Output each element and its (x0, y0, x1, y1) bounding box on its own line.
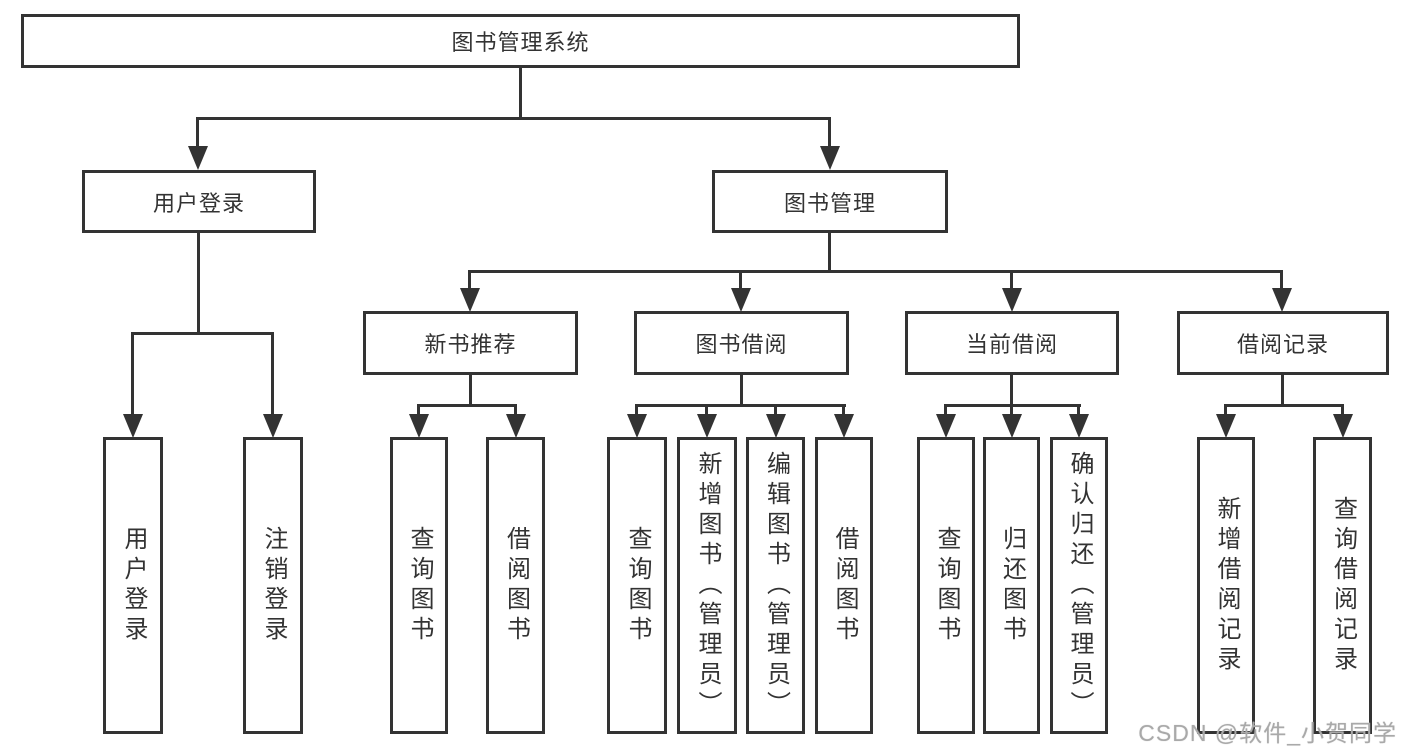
leaf-cb-return-books: 归还图书 (983, 437, 1040, 734)
leaf-nbr-query-books-label: 查询图书 (406, 525, 433, 646)
arrowhead-down-icon (123, 414, 143, 438)
arrowhead-down-icon (731, 288, 751, 312)
arrowhead-down-icon (1002, 414, 1022, 438)
node-book-management-label: 图书管理 (783, 190, 876, 216)
leaf-nbr-query-books: 查询图书 (390, 437, 448, 734)
arrowhead-down-icon (936, 414, 956, 438)
node-current-borrowing-label: 当前借阅 (965, 332, 1058, 357)
arrowhead-down-icon (1002, 288, 1022, 312)
arrowhead-down-icon (1216, 414, 1236, 438)
leaf-bb-add-books-admin: 新增图书（管理员） (677, 437, 737, 734)
connector-stem (1341, 404, 1344, 416)
connector-stem (1280, 270, 1283, 290)
connector-bb-stub (740, 375, 743, 407)
node-user-login: 用户登录 (82, 170, 316, 233)
leaf-user-login-label: 用户登录 (120, 525, 147, 646)
connector-stem (1077, 404, 1080, 416)
connector-br-stub (1281, 375, 1284, 407)
leaf-cb-query-books: 查询图书 (917, 437, 975, 734)
arrowhead-down-icon (766, 414, 786, 438)
leaf-br-add-record-label: 新增借阅记录 (1213, 495, 1240, 676)
connector-stem (196, 117, 199, 149)
connector-bb-hline (637, 404, 846, 407)
leaf-bb-query-books-label: 查询图书 (624, 525, 651, 646)
connector-stem (131, 332, 134, 416)
arrowhead-down-icon (697, 414, 717, 438)
arrowhead-down-icon (263, 414, 283, 438)
node-new-book-recommend: 新书推荐 (363, 311, 578, 375)
leaf-bb-borrow-books-label: 借阅图书 (831, 525, 858, 646)
arrowhead-down-icon (834, 414, 854, 438)
connector-user-login-hline (133, 332, 274, 335)
arrowhead-down-icon (188, 146, 208, 170)
connector-stem (1010, 404, 1013, 416)
node-borrowing-records-label: 借阅记录 (1236, 332, 1329, 357)
leaf-br-add-record: 新增借阅记录 (1197, 437, 1255, 734)
node-root: 图书管理系统 (21, 14, 1020, 68)
connector-book-mgmt-hline (470, 270, 1282, 273)
node-root-label: 图书管理系统 (451, 30, 590, 55)
leaf-logout: 注销登录 (243, 437, 303, 734)
connector-br-hline (1226, 404, 1344, 407)
connector-stem (514, 404, 517, 416)
arrowhead-down-icon (1272, 288, 1292, 312)
leaf-bb-query-books: 查询图书 (607, 437, 667, 734)
connector-cb-stub (1010, 375, 1013, 407)
leaf-cb-confirm-return-admin: 确认归还（管理员） (1050, 437, 1108, 734)
leaf-bb-add-books-admin-label: 新增图书（管理员） (694, 450, 721, 721)
connector-stem (417, 404, 420, 416)
leaf-logout-label: 注销登录 (260, 525, 287, 646)
node-book-borrowing-label: 图书借阅 (695, 332, 788, 357)
leaf-cb-return-books-label: 归还图书 (998, 525, 1026, 646)
connector-user-login-stub (197, 233, 200, 335)
leaf-bb-edit-books-admin: 编辑图书（管理员） (746, 437, 805, 734)
connector-nbr-stub (469, 375, 472, 407)
arrowhead-down-icon (409, 414, 429, 438)
connector-stem (1224, 404, 1227, 416)
connector-cb-hline (946, 404, 1081, 407)
connector-stem (739, 270, 742, 290)
node-borrowing-records: 借阅记录 (1177, 311, 1389, 375)
node-new-book-recommend-label: 新书推荐 (424, 332, 517, 357)
connector-book-mgmt-stub (828, 233, 831, 273)
leaf-nbr-borrow-books: 借阅图书 (486, 437, 545, 734)
leaf-bb-borrow-books: 借阅图书 (815, 437, 873, 734)
connector-stem (635, 404, 638, 416)
node-user-login-label: 用户登录 (152, 190, 245, 216)
leaf-nbr-borrow-books-label: 借阅图书 (502, 525, 530, 646)
connector-stem (1010, 270, 1013, 290)
arrowhead-down-icon (820, 146, 840, 170)
connector-stem (774, 404, 777, 416)
leaf-cb-confirm-return-admin-label: 确认归还（管理员） (1066, 450, 1093, 721)
connector-stem (271, 332, 274, 416)
connector-root-stub (519, 68, 522, 120)
leaf-br-query-record-label: 查询借阅记录 (1329, 495, 1357, 676)
connector-stem (944, 404, 947, 416)
connector-stem (828, 117, 831, 149)
arrowhead-down-icon (460, 288, 480, 312)
leaf-br-query-record: 查询借阅记录 (1313, 437, 1372, 734)
arrowhead-down-icon (1069, 414, 1089, 438)
leaf-cb-query-books-label: 查询图书 (933, 525, 960, 646)
leaf-user-login: 用户登录 (103, 437, 163, 734)
arrowhead-down-icon (627, 414, 647, 438)
connector-root-hline (198, 117, 831, 120)
connector-stem (842, 404, 845, 416)
arrowhead-down-icon (506, 414, 526, 438)
connector-stem (468, 270, 471, 290)
leaf-bb-edit-books-admin-label: 编辑图书（管理员） (762, 450, 790, 721)
node-book-borrowing: 图书借阅 (634, 311, 849, 375)
connector-nbr-hline (419, 404, 517, 407)
csdn-watermark: CSDN @软件_小贺同学 (1138, 720, 1397, 746)
node-book-management: 图书管理 (712, 170, 948, 233)
node-current-borrowing: 当前借阅 (905, 311, 1119, 375)
connector-stem (705, 404, 708, 416)
arrowhead-down-icon (1333, 414, 1353, 438)
